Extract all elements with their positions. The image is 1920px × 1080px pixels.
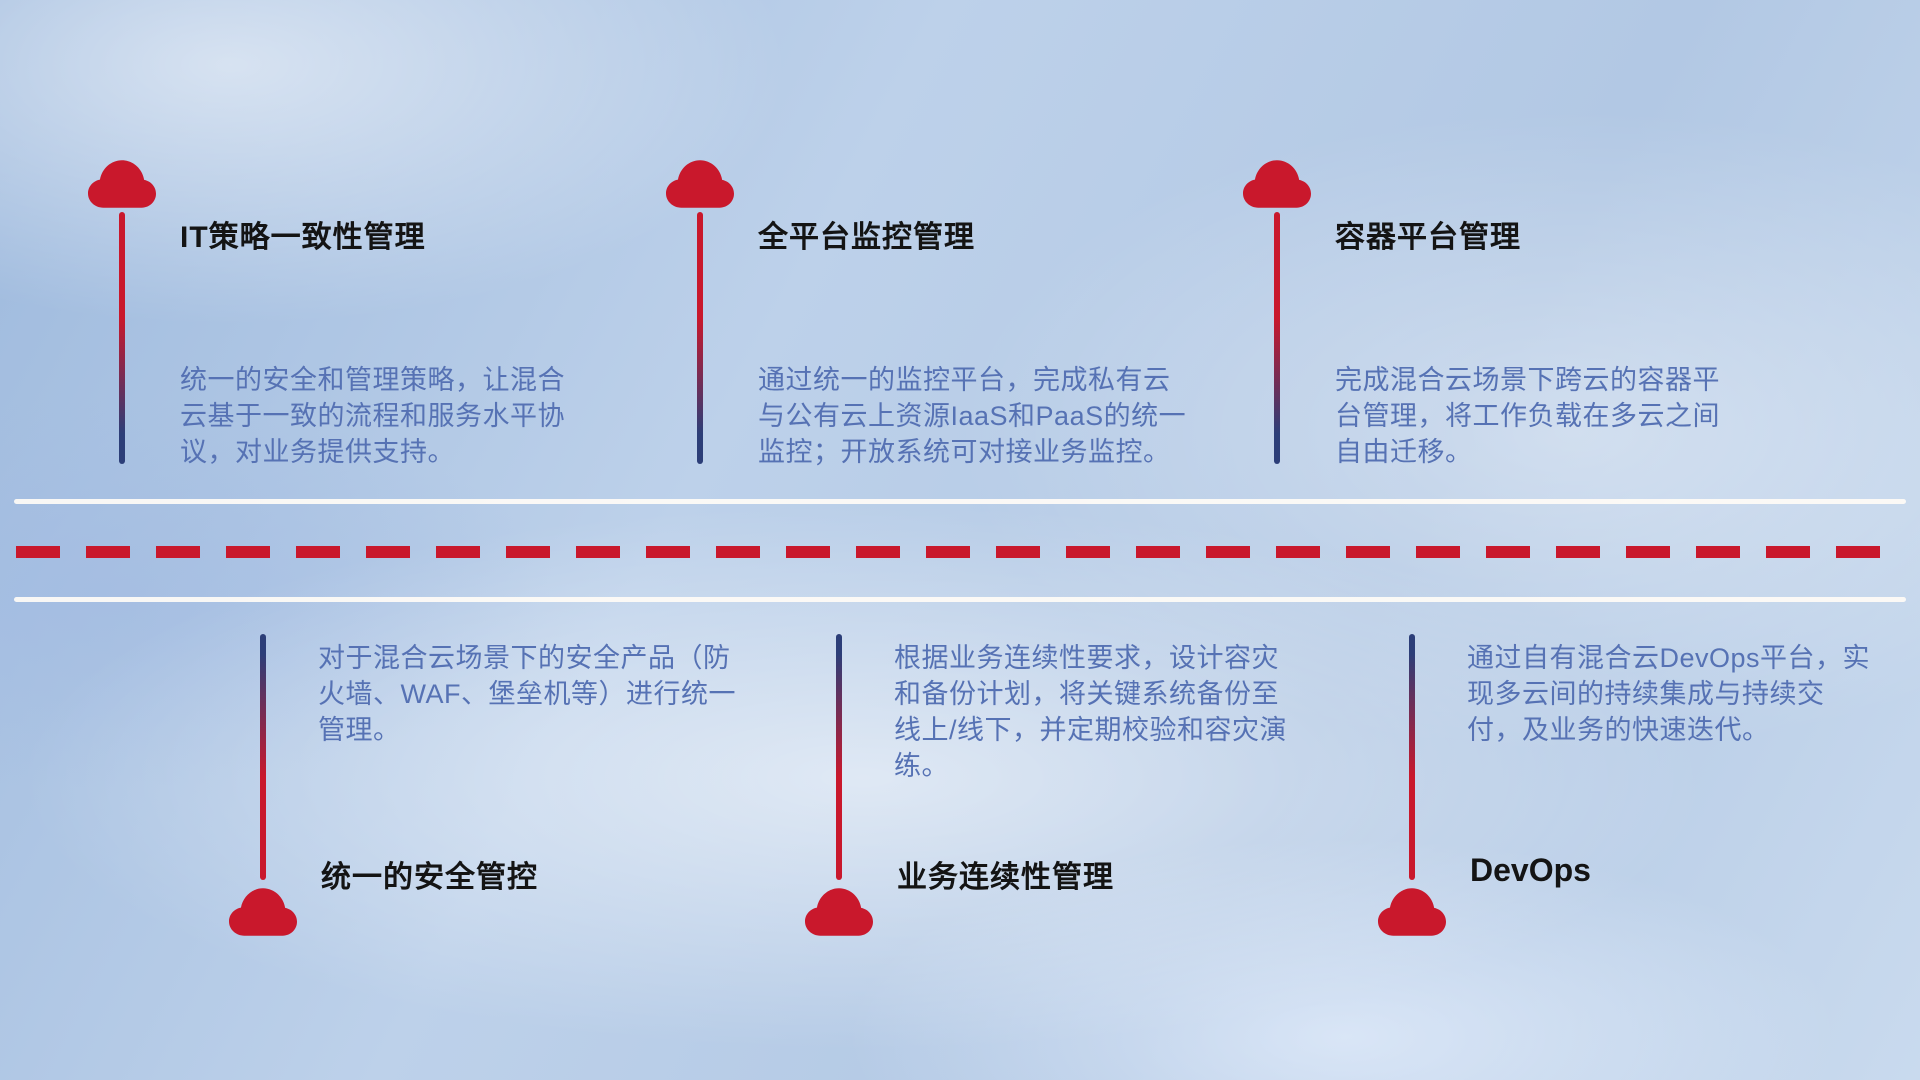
capability-title: 容器平台管理 bbox=[1335, 221, 1521, 254]
capability-description: 统一的安全和管理策略，让混合云基于一致的流程和服务水平协议，对业务提供支持。 bbox=[180, 365, 565, 467]
capability-description: 通过自有混合云DevOps平台，实现多云间的持续集成与持续交付，及业务的快速迭代… bbox=[1467, 643, 1871, 745]
timeline-stem bbox=[1274, 212, 1280, 464]
timeline-stem bbox=[260, 634, 266, 880]
capability-title: DevOps bbox=[1470, 852, 1591, 888]
cloud-icon bbox=[1378, 888, 1446, 936]
capability-description: 根据业务连续性要求，设计容灾和备份计划，将关键系统备份至线上/线下，并定期校验和… bbox=[894, 643, 1288, 781]
cloud-icon bbox=[666, 160, 734, 208]
divider-line-bottom bbox=[14, 597, 1906, 602]
capability-title: IT策略一致性管理 bbox=[180, 221, 426, 254]
capability-title: 业务连续性管理 bbox=[897, 861, 1114, 894]
cloud-icon bbox=[229, 888, 297, 936]
capability-item-it-policy: IT策略一致性管理 统一的安全和管理策略，让混合云基于一致的流程和服务水平协议，… bbox=[88, 160, 608, 480]
cloud-icon bbox=[805, 888, 873, 936]
timeline-stem bbox=[697, 212, 703, 464]
divider-line-top bbox=[14, 499, 1906, 504]
red-dashed-timeline bbox=[16, 546, 1904, 558]
capability-title: 统一的安全管控 bbox=[321, 861, 538, 894]
capability-item-devops: 通过自有混合云DevOps平台，实现多云间的持续集成与持续交付，及业务的快速迭代… bbox=[1378, 630, 1898, 960]
cloud-icon bbox=[1243, 160, 1311, 208]
capability-item-security-control: 对于混合云场景下的安全产品（防火墙、WAF、堡垒机等）进行统一管理。 统一的安全… bbox=[229, 630, 749, 960]
capability-item-business-continuity: 根据业务连续性要求，设计容灾和备份计划，将关键系统备份至线上/线下，并定期校验和… bbox=[805, 630, 1325, 960]
capability-description: 对于混合云场景下的安全产品（防火墙、WAF、堡垒机等）进行统一管理。 bbox=[318, 643, 736, 745]
capability-description: 完成混合云场景下跨云的容器平台管理，将工作负载在多云之间自由迁移。 bbox=[1335, 365, 1720, 467]
capability-item-container-platform: 容器平台管理 完成混合云场景下跨云的容器平台管理，将工作负载在多云之间自由迁移。 bbox=[1243, 160, 1763, 480]
timeline-stem bbox=[119, 212, 125, 464]
capability-item-monitoring: 全平台监控管理 通过统一的监控平台，完成私有云与公有云上资源IaaS和PaaS的… bbox=[666, 160, 1186, 480]
cloud-icon bbox=[88, 160, 156, 208]
capability-title: 全平台监控管理 bbox=[758, 221, 975, 254]
capability-description: 通过统一的监控平台，完成私有云与公有云上资源IaaS和PaaS的统一监控；开放系… bbox=[758, 365, 1187, 467]
timeline-stem bbox=[1409, 634, 1415, 880]
timeline-stem bbox=[836, 634, 842, 880]
